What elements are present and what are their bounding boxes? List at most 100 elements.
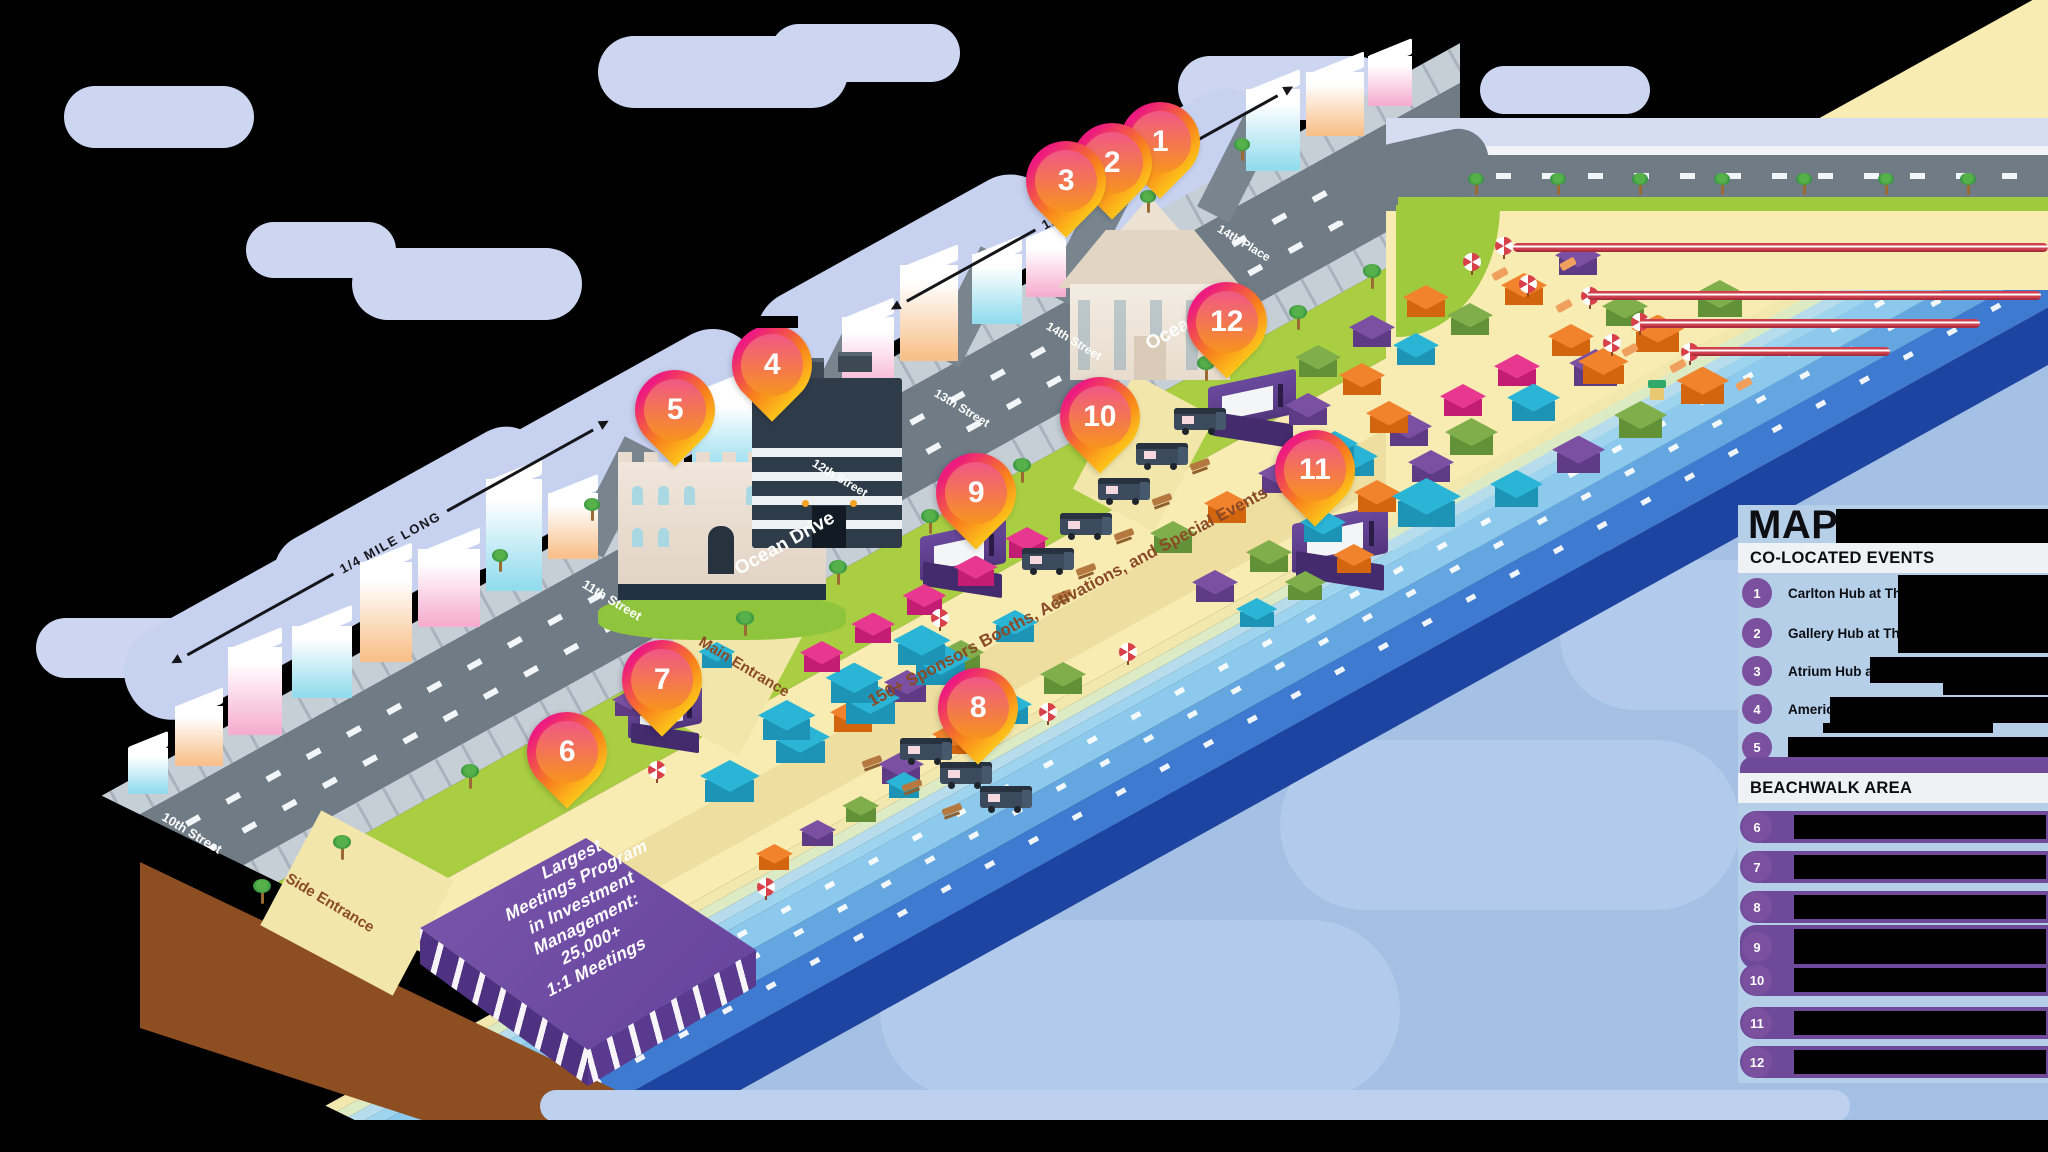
tent	[1204, 491, 1250, 527]
castle-window	[632, 486, 643, 505]
truck-cab	[942, 742, 952, 760]
building	[1306, 51, 1364, 137]
tent	[1393, 333, 1439, 369]
truck-awning	[1060, 513, 1112, 519]
palm-trunk	[1803, 183, 1806, 195]
beach-umbrella	[1119, 643, 1137, 669]
tent-roof	[953, 555, 998, 579]
castle-window	[684, 486, 695, 505]
truck-cab	[1216, 412, 1226, 430]
tent	[953, 555, 998, 590]
tent-roof	[1005, 527, 1049, 551]
cloud-band	[1386, 118, 2048, 146]
palm-trunk	[469, 775, 472, 789]
tent-roof	[851, 612, 895, 636]
building-face	[292, 625, 352, 698]
deco-door	[812, 506, 846, 548]
legend-title: MAP	[1748, 505, 1839, 547]
castle-window	[632, 528, 643, 547]
building	[972, 234, 1022, 324]
building	[1246, 68, 1300, 171]
palm-trunk	[341, 846, 344, 860]
towel-row	[1690, 347, 1890, 356]
truck-window	[908, 746, 920, 754]
tent	[1552, 435, 1605, 477]
truck-wheel	[1014, 806, 1021, 813]
legend-item-number: 11	[1742, 1008, 1772, 1038]
stage-screen	[628, 686, 702, 762]
truck-wheel	[908, 758, 915, 765]
redaction-bar	[1943, 683, 2048, 695]
truck-wheel	[1106, 498, 1113, 505]
beach-umbrella	[648, 761, 666, 787]
palm-trunk	[261, 890, 264, 904]
castle-base	[618, 584, 826, 600]
truck-wheel	[1030, 568, 1037, 575]
building-face	[128, 748, 168, 794]
palm-head	[1468, 173, 1484, 186]
tent-roof	[1333, 544, 1375, 567]
tent	[698, 642, 736, 671]
truck-awning	[1174, 408, 1226, 414]
legend-item-number: 10	[1742, 965, 1772, 995]
umbrella-top	[1519, 275, 1537, 293]
umbrella-top	[757, 878, 775, 896]
palm-trunk	[499, 559, 502, 572]
tent	[1494, 354, 1540, 390]
umbrella-top	[648, 761, 666, 779]
lifeguard-kiosk	[1648, 380, 1666, 400]
tent	[700, 760, 760, 807]
redaction-bar	[1794, 929, 2046, 965]
kiosk-roof	[1648, 380, 1666, 388]
palm-head	[461, 763, 479, 778]
tent	[800, 641, 844, 675]
palm-tree	[1363, 263, 1381, 290]
building-face	[900, 265, 958, 362]
castle-lawn	[598, 594, 846, 640]
building	[1368, 38, 1412, 106]
building	[900, 244, 958, 362]
stage-screen	[920, 518, 1006, 607]
tent	[1366, 401, 1412, 437]
legend-item-label: Gallery Hub at The	[1788, 625, 1908, 641]
palm-trunk	[1241, 148, 1244, 161]
tent	[1339, 363, 1385, 399]
tent-roof	[698, 642, 736, 662]
redaction-bar	[1823, 723, 1993, 733]
redaction-bar	[1794, 855, 2046, 879]
legend-item-number: 7	[1742, 852, 1772, 882]
tent-roof	[800, 641, 844, 665]
tent	[1192, 570, 1238, 606]
tent-roof	[842, 796, 880, 816]
cloud	[770, 24, 960, 82]
truck-wheel	[1144, 463, 1151, 470]
tent	[1246, 540, 1292, 576]
legend-item-number: 3	[1742, 656, 1772, 686]
truck-window	[948, 770, 960, 778]
palm-trunk	[1021, 469, 1024, 483]
truck-wheel	[1094, 533, 1101, 540]
truck-awning	[900, 738, 952, 744]
palm-tree	[1139, 190, 1157, 213]
ac-unit	[838, 352, 872, 372]
cloud	[540, 1090, 1850, 1122]
truck-window	[1144, 451, 1156, 459]
palm-head	[921, 508, 939, 523]
palm-head	[1363, 263, 1381, 278]
tent-roof	[1284, 571, 1326, 594]
sidewalk-flat	[1392, 146, 2048, 155]
tent	[1578, 348, 1629, 388]
legend-divider	[1740, 757, 2048, 773]
food-truck	[1136, 443, 1188, 473]
tent	[1548, 324, 1594, 360]
legend-item-number: 4	[1742, 694, 1772, 724]
legend-item-label: Atrium Hub at T	[1788, 663, 1890, 679]
truck-cab	[1064, 552, 1074, 570]
palm-head	[736, 611, 754, 626]
umbrella-top	[1039, 703, 1057, 721]
deco-lamp	[802, 500, 809, 507]
palm-head	[253, 878, 271, 893]
legend-item-label: Carlton Hub at Th	[1788, 585, 1902, 601]
